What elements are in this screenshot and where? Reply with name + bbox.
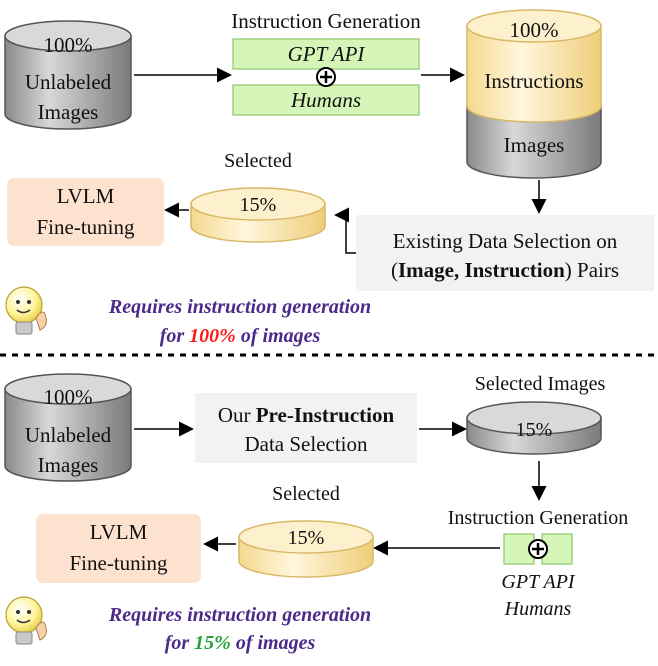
selected-images-label: Selected Images [474,373,606,395]
source-label-line1-top: Unlabeled [24,70,112,94]
source-label-line2-bottom: Images [37,453,99,477]
pre-instruction-line2: Data Selection [244,432,368,456]
source-percent-bottom: 100% [43,385,93,409]
selected-cylinder-bottom [238,520,374,578]
selected-label-bottom: Selected [272,483,340,505]
source-label-line1-bottom: Unlabeled [24,423,112,447]
selected-percent-top: 15% [239,194,277,216]
selected-label-top: Selected [224,150,292,172]
arrow-left-icon [334,207,356,254]
note-line2-bottom: for 15% of images [164,632,316,654]
finetune-line2-bottom: Fine-tuning [69,551,168,575]
instructions-label: Instructions [484,69,584,93]
images-label-top: Images [503,133,565,157]
gpt-api-box-top [232,38,420,70]
plus-circle-icon [528,539,548,559]
finetune-line2-top: Fine-tuning [36,215,135,239]
humans-label-bottom: Humans [504,598,572,620]
instruction-generation-title-bottom: Instruction Generation [447,507,629,529]
finetune-box-bottom [36,514,201,583]
existing-selection-line2: (Image, Instruction) Pairs [390,258,620,282]
plus-circle-icon [316,67,336,87]
note-line1-top: Requires instruction generation [108,296,372,318]
selected-images-percent: 15% [515,419,553,441]
existing-selection-box [356,215,654,291]
lightbulb-icon [5,286,47,335]
pre-instruction-selection-box [195,393,417,463]
humans-label-top: Humans [290,88,361,112]
source-percent-top: 100% [43,33,93,57]
lightbulb-icon [5,596,47,645]
finetune-line1-top: LVLM [56,184,115,208]
finetune-box-top [7,178,164,246]
gpt-api-label-bottom: GPT API [501,571,575,593]
target-percent-top: 100% [509,18,559,42]
finetune-line1-bottom: LVLM [89,520,148,544]
gpt-api-label-top: GPT API [287,42,365,66]
note-line1-bottom: Requires instruction generation [108,604,372,626]
instructions-images-cylinder-top [466,9,602,179]
selected-cylinder-top [190,187,326,243]
source-label-line2-top: Images [37,100,99,124]
selected-percent-bottom: 15% [287,527,325,549]
unlabeled-images-cylinder-bottom [4,373,132,482]
note-line2-top: for 100% of images [159,325,321,347]
unlabeled-images-cylinder-top [4,20,132,130]
instruction-generation-title-top: Instruction Generation [231,9,421,33]
pre-instruction-line1: Our Pre-Instruction [217,403,395,427]
selected-images-cylinder [466,401,602,455]
existing-selection-line1: Existing Data Selection on [392,229,618,253]
